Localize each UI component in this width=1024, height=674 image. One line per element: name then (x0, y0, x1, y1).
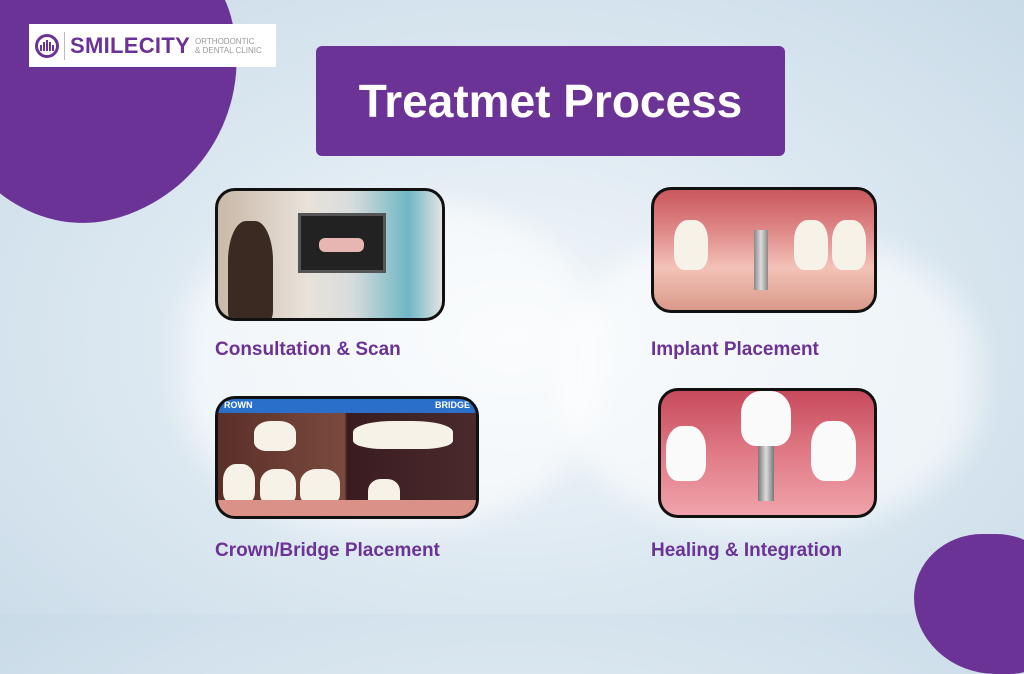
step-label: Healing & Integration (651, 540, 843, 561)
consultation-image (215, 188, 445, 321)
step-label: Implant Placement (651, 339, 819, 360)
step-label: Crown/Bridge Placement (215, 540, 440, 561)
logo-name: SMILECITY (70, 32, 191, 58)
image-caption: ROWN (224, 400, 253, 410)
implant-image (651, 187, 877, 313)
page-title: Treatmet Process (316, 46, 785, 156)
logo-subtitle: ORTHODONTIC (195, 36, 255, 46)
logo-icon (35, 33, 59, 58)
logo-subtitle: & DENTAL CLINIC (195, 45, 262, 55)
crown-bridge-image: ROWN BRIDGE (215, 396, 479, 519)
clinic-logo: SMILECITY ORTHODONTIC& DENTAL CLINIC (29, 24, 276, 67)
image-caption: BRIDGE (434, 400, 470, 410)
step-label: Consultation & Scan (215, 339, 401, 360)
decorative-blob (914, 534, 1024, 674)
healing-image (658, 388, 877, 518)
